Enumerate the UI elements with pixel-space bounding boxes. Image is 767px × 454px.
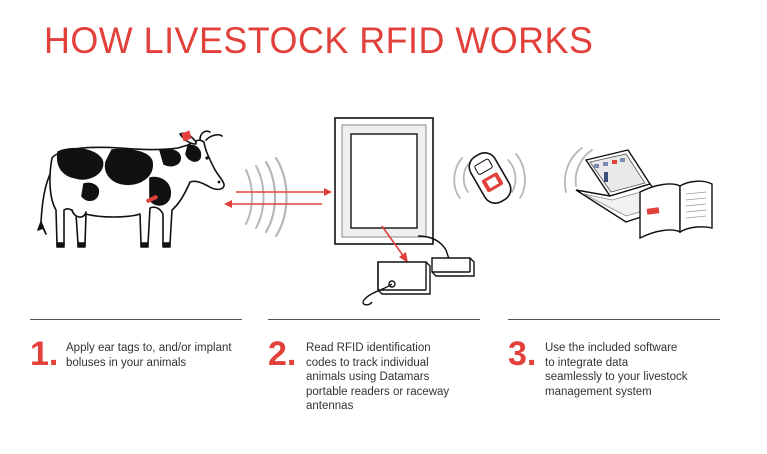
raceway-panel-antenna bbox=[334, 117, 434, 245]
handheld-reader bbox=[453, 152, 526, 204]
reader-control-box bbox=[362, 257, 475, 306]
bolus-marker-icon bbox=[146, 195, 158, 203]
step-3-text: Use the included software to integrate d… bbox=[545, 342, 688, 398]
step-2-text: Read RFID identification codes to track … bbox=[306, 342, 450, 412]
rfid-signal-waves bbox=[245, 156, 288, 238]
bidirectional-arrows bbox=[224, 188, 332, 208]
cow-illustration bbox=[37, 130, 225, 248]
step-1-text: Apply ear tags to, and/or implant boluse… bbox=[66, 342, 232, 369]
step-3-number: 3. bbox=[508, 335, 537, 373]
divider-step-2 bbox=[268, 319, 480, 320]
step-1-number: 1. bbox=[30, 335, 59, 373]
antenna-cable bbox=[417, 235, 451, 263]
open-record-book bbox=[639, 180, 713, 240]
divider-step-1 bbox=[30, 319, 242, 320]
divider-step-3 bbox=[508, 319, 720, 320]
data-flow-arrow bbox=[381, 225, 408, 263]
page-title: HOW LIVESTOCK RFID WORKS bbox=[44, 20, 594, 61]
step-2-number: 2. bbox=[268, 335, 297, 373]
ear-tag-icon bbox=[181, 130, 192, 142]
